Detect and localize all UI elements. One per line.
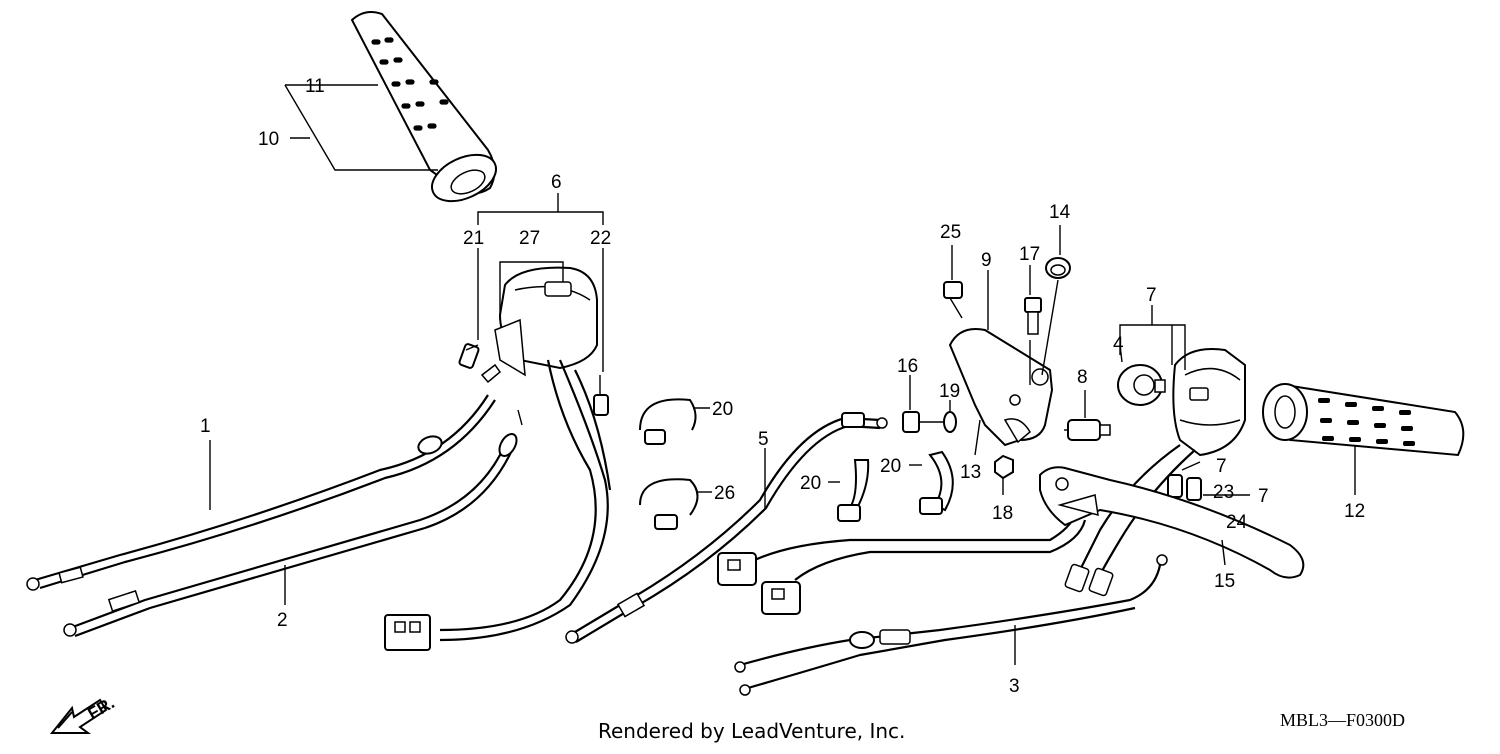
lever-15 — [1039, 466, 1305, 579]
callout-2: 2 — [277, 610, 288, 631]
callout-14: 14 — [1049, 202, 1071, 223]
clutch-cable-5 — [565, 412, 888, 644]
ring-4 — [1117, 364, 1166, 406]
callout-20-right: 20 — [880, 456, 901, 477]
switch-8 — [1064, 419, 1111, 441]
cable-clamp-26 — [639, 478, 699, 530]
callout-11: 11 — [305, 76, 325, 97]
callout-25: 25 — [940, 222, 961, 243]
figure-code: MBL3—F0300D — [1280, 710, 1405, 730]
callout-10: 10 — [258, 129, 279, 150]
right-switch-housing — [1172, 348, 1246, 457]
callout-23: 23 — [1213, 482, 1234, 503]
callout-9: 9 — [981, 250, 992, 271]
callout-26: 26 — [714, 483, 735, 504]
callout-16: 16 — [897, 356, 918, 377]
callout-13: 13 — [960, 462, 981, 483]
cable-clamp-20-left — [639, 398, 697, 445]
callout-15: 15 — [1214, 571, 1235, 592]
callout-8: 8 — [1077, 367, 1088, 388]
bolt-16 — [902, 411, 945, 433]
callout-7-lower: 7 — [1258, 486, 1269, 507]
callout-27: 27 — [519, 228, 540, 249]
callout-7-top: 7 — [1146, 285, 1157, 306]
callout-20-center: 20 — [800, 473, 821, 494]
callout-5: 5 — [758, 429, 769, 450]
cable-3 — [734, 554, 1168, 696]
switch-harness-connectors — [717, 514, 1087, 615]
callout-22: 22 — [590, 228, 611, 249]
callout-21: 21 — [463, 228, 484, 249]
nut-18 — [994, 454, 1014, 480]
callout-18: 18 — [992, 503, 1013, 524]
throttle-cable-1 — [26, 394, 496, 591]
bolt-25 — [943, 281, 963, 319]
callout-6: 6 — [551, 172, 562, 193]
screw-22 — [593, 375, 609, 416]
callout-20-left: 20 — [712, 399, 733, 420]
washer-19 — [943, 411, 957, 433]
callout-24: 24 — [1226, 512, 1248, 533]
left-grip-illustration — [350, 11, 497, 203]
screw-21 — [458, 343, 480, 369]
callout-3: 3 — [1009, 676, 1020, 697]
callout-7-middle: 7 — [1216, 456, 1227, 477]
front-direction-arrow-icon — [49, 698, 108, 734]
cable-clamp-20-center-right — [919, 450, 954, 515]
right-grip-illustration — [1262, 383, 1465, 457]
cable-clamp-20-center-left — [837, 459, 870, 522]
lever-bracket — [948, 328, 1054, 447]
callout-4: 4 — [1113, 334, 1124, 355]
cap-14 — [1045, 257, 1071, 279]
callout-17: 17 — [1019, 244, 1040, 265]
callout-19: 19 — [939, 381, 960, 402]
bolt-17 — [1024, 297, 1042, 335]
throttle-cable-2 — [63, 409, 523, 638]
left-switch-housing — [494, 266, 598, 377]
callout-12: 12 — [1344, 501, 1365, 522]
footer-credit: Rendered by LeadVenture, Inc. — [598, 719, 905, 743]
callout-1: 1 — [200, 416, 211, 437]
